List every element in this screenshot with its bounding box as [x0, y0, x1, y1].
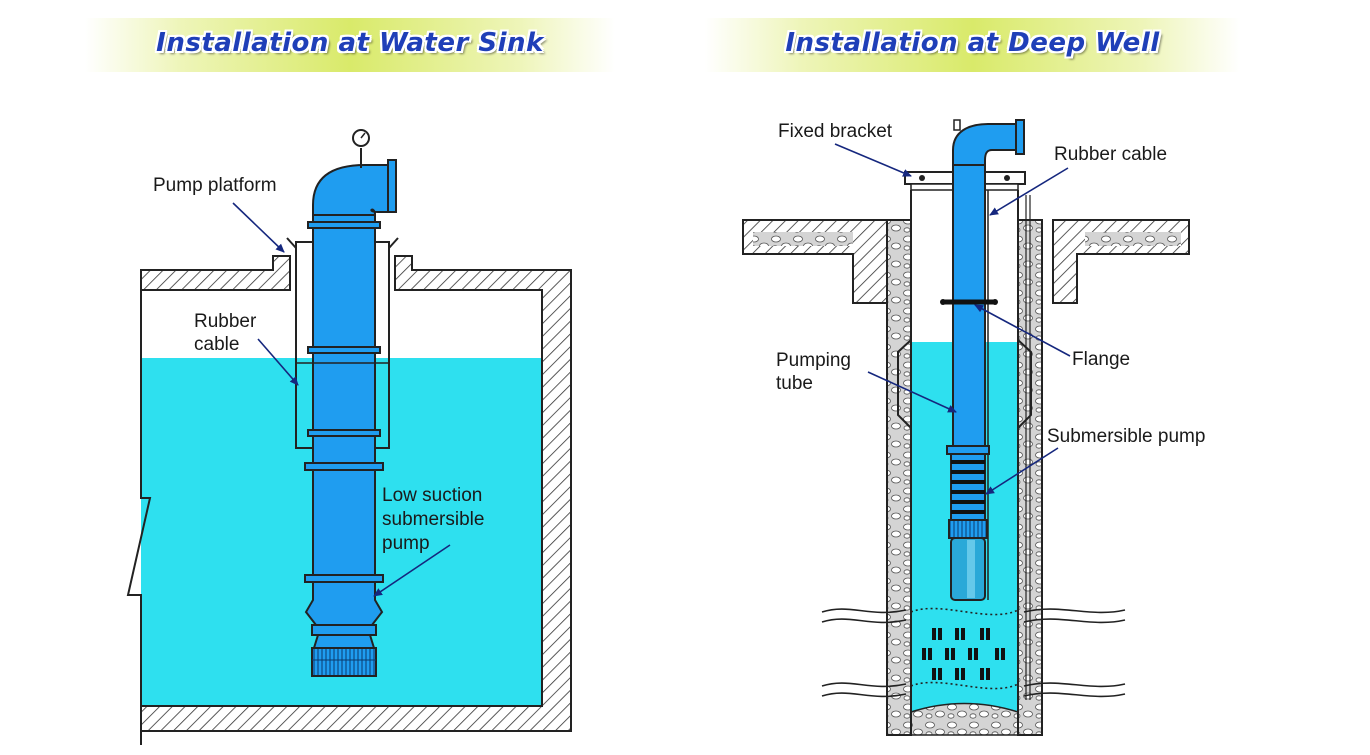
well-screen-slots: [922, 628, 1005, 680]
gravel-pack-left: [886, 219, 912, 736]
label-low-suction-line1: Low suction: [382, 485, 482, 506]
label-flange: Flange: [1072, 349, 1130, 370]
banner-background: [705, 18, 1240, 72]
arrow-flange: [974, 304, 1071, 357]
arrow-pump-platform: [232, 202, 285, 253]
arrow-fixed-bracket: [834, 143, 912, 177]
left-panel-title: Installation at Water Sink: [156, 28, 544, 58]
arrow-low-suction: [373, 544, 451, 597]
label-rubber-cable-right: Rubber cable: [1054, 144, 1167, 165]
label-pumping-tube-line2: tube: [776, 373, 813, 394]
arrow-pumping-tube: [867, 371, 957, 413]
right-title-banner: Installation at Deep Well: [705, 18, 1240, 72]
label-low-suction-line2: submersible: [382, 509, 484, 530]
left-title-banner: Installation at Water Sink: [85, 18, 615, 72]
suction-strainer: [311, 647, 377, 677]
deep-well-diagram: [742, 119, 1190, 736]
sink-left-wall: [126, 270, 152, 745]
label-pumping-tube-line1: Pumping: [776, 350, 851, 371]
pump-stages: [946, 445, 990, 601]
arrow-submersible-pump: [985, 447, 1059, 495]
sink-top-slab-left: [140, 255, 291, 291]
pump-intake: [948, 519, 988, 539]
label-rubber-cable-line1: Rubber: [194, 311, 257, 332]
banner-background: [85, 18, 615, 72]
label-low-suction-line3: pump: [382, 533, 430, 554]
sink-top-slab-right: [140, 255, 572, 732]
arrow-rubber-cable-right: [989, 167, 1069, 216]
label-submersible-pump: Submersible pump: [1047, 426, 1205, 447]
right-panel-title: Installation at Deep Well: [785, 28, 1160, 58]
pump-volute: [304, 581, 384, 626]
break-lines: [821, 607, 1126, 698]
discharge-elbow: [312, 164, 391, 216]
arrow-rubber-cable-left: [257, 338, 299, 386]
label-pump-platform: Pump platform: [153, 175, 277, 196]
deep-well-elbow: [952, 123, 1019, 166]
discharge-column: [312, 211, 376, 593]
water-sink-diagram: [126, 129, 572, 745]
label-fixed-bracket: Fixed bracket: [778, 121, 893, 142]
outlet-flange: [387, 159, 397, 213]
label-rubber-cable-line2: cable: [194, 334, 239, 355]
